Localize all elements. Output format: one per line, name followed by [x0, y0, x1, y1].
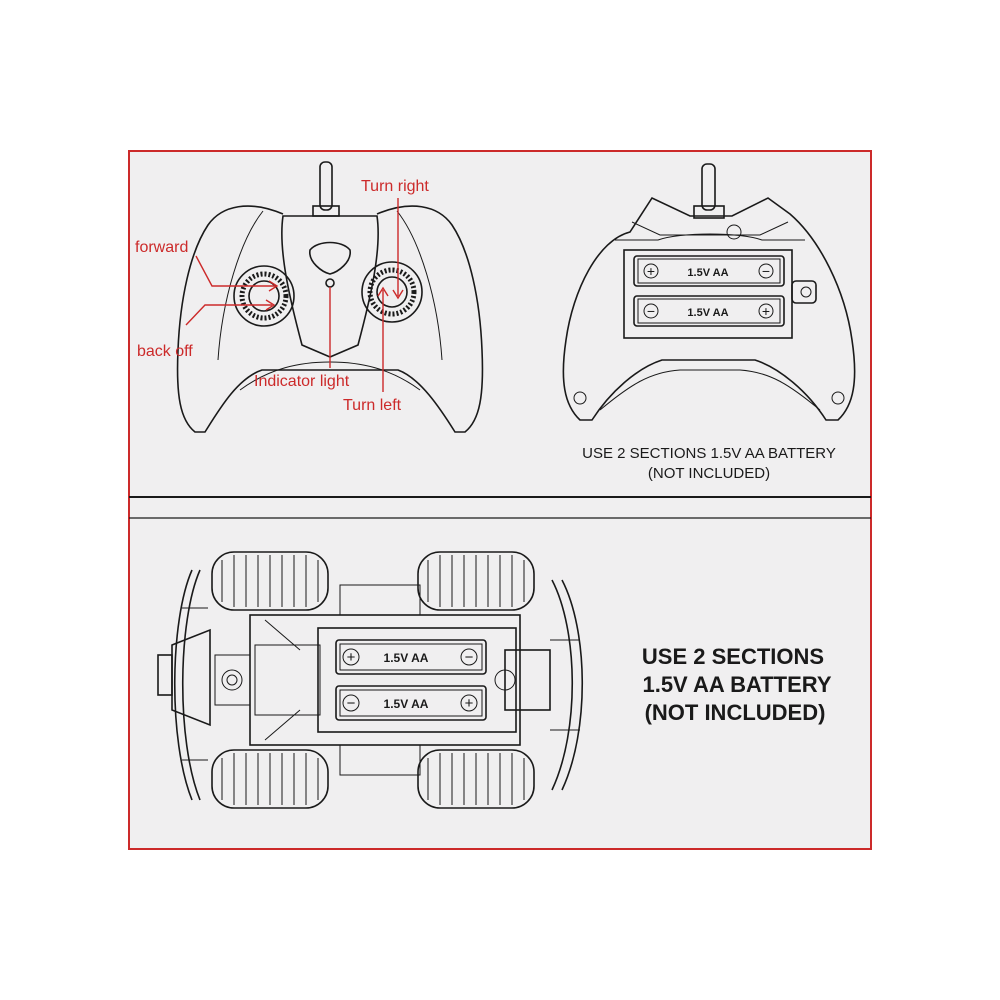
- car-battery-note-line3: (NOT INCLUDED): [645, 700, 826, 725]
- svg-text:1.5V AA: 1.5V AA: [687, 267, 728, 279]
- svg-text:−: −: [762, 263, 770, 279]
- svg-text:+: +: [647, 263, 655, 279]
- controller-back-illustration: + − 1.5V AA − + 1.5V AA USE 2 SECTIONS 1…: [562, 163, 856, 482]
- car-battery-note-line2: 1.5V AA BATTERY: [642, 672, 831, 697]
- svg-text:1.5V AA: 1.5V AA: [384, 697, 429, 711]
- car-battery-note-line1: USE 2 SECTIONS: [642, 644, 824, 669]
- wheel-rear-bottom: [417, 749, 535, 809]
- controller-battery-1: + − 1.5V AA: [633, 255, 785, 287]
- svg-text:+: +: [762, 303, 770, 319]
- callout-lines: [185, 198, 404, 392]
- forward-label: forward: [135, 239, 188, 256]
- back-off-label: back off: [137, 343, 193, 360]
- car-battery-1: + − 1.5V AA: [335, 639, 487, 675]
- svg-text:+: +: [347, 649, 356, 666]
- controller-battery-note-line1: USE 2 SECTIONS 1.5V AA BATTERY: [582, 445, 836, 462]
- controller-battery-2: − + 1.5V AA: [633, 295, 785, 327]
- svg-text:−: −: [647, 303, 655, 319]
- right-joystick: [361, 261, 423, 323]
- controller-front-illustration: Turn right forward back off Indicator li…: [135, 161, 484, 433]
- svg-text:−: −: [465, 649, 474, 666]
- svg-text:+: +: [465, 695, 474, 712]
- wheel-front-bottom: [211, 749, 329, 809]
- wheel-rear-top: [417, 551, 535, 611]
- section-divider: [129, 496, 871, 519]
- left-joystick: [233, 265, 295, 327]
- turn-left-label: Turn left: [343, 397, 402, 414]
- car-underside-illustration: + − 1.5V AA − + 1.5V AA USE 2 SECTIONS 1…: [157, 551, 832, 809]
- svg-text:1.5V AA: 1.5V AA: [384, 651, 429, 665]
- instruction-panel: [128, 150, 872, 850]
- indicator-light-label: Indicator light: [254, 373, 350, 390]
- turn-right-label: Turn right: [361, 178, 429, 195]
- wheel-front-top: [211, 551, 329, 611]
- svg-text:1.5V AA: 1.5V AA: [687, 307, 728, 319]
- car-battery-2: − + 1.5V AA: [335, 685, 487, 721]
- controller-battery-note-line2: (NOT INCLUDED): [648, 465, 770, 482]
- svg-text:−: −: [347, 695, 356, 712]
